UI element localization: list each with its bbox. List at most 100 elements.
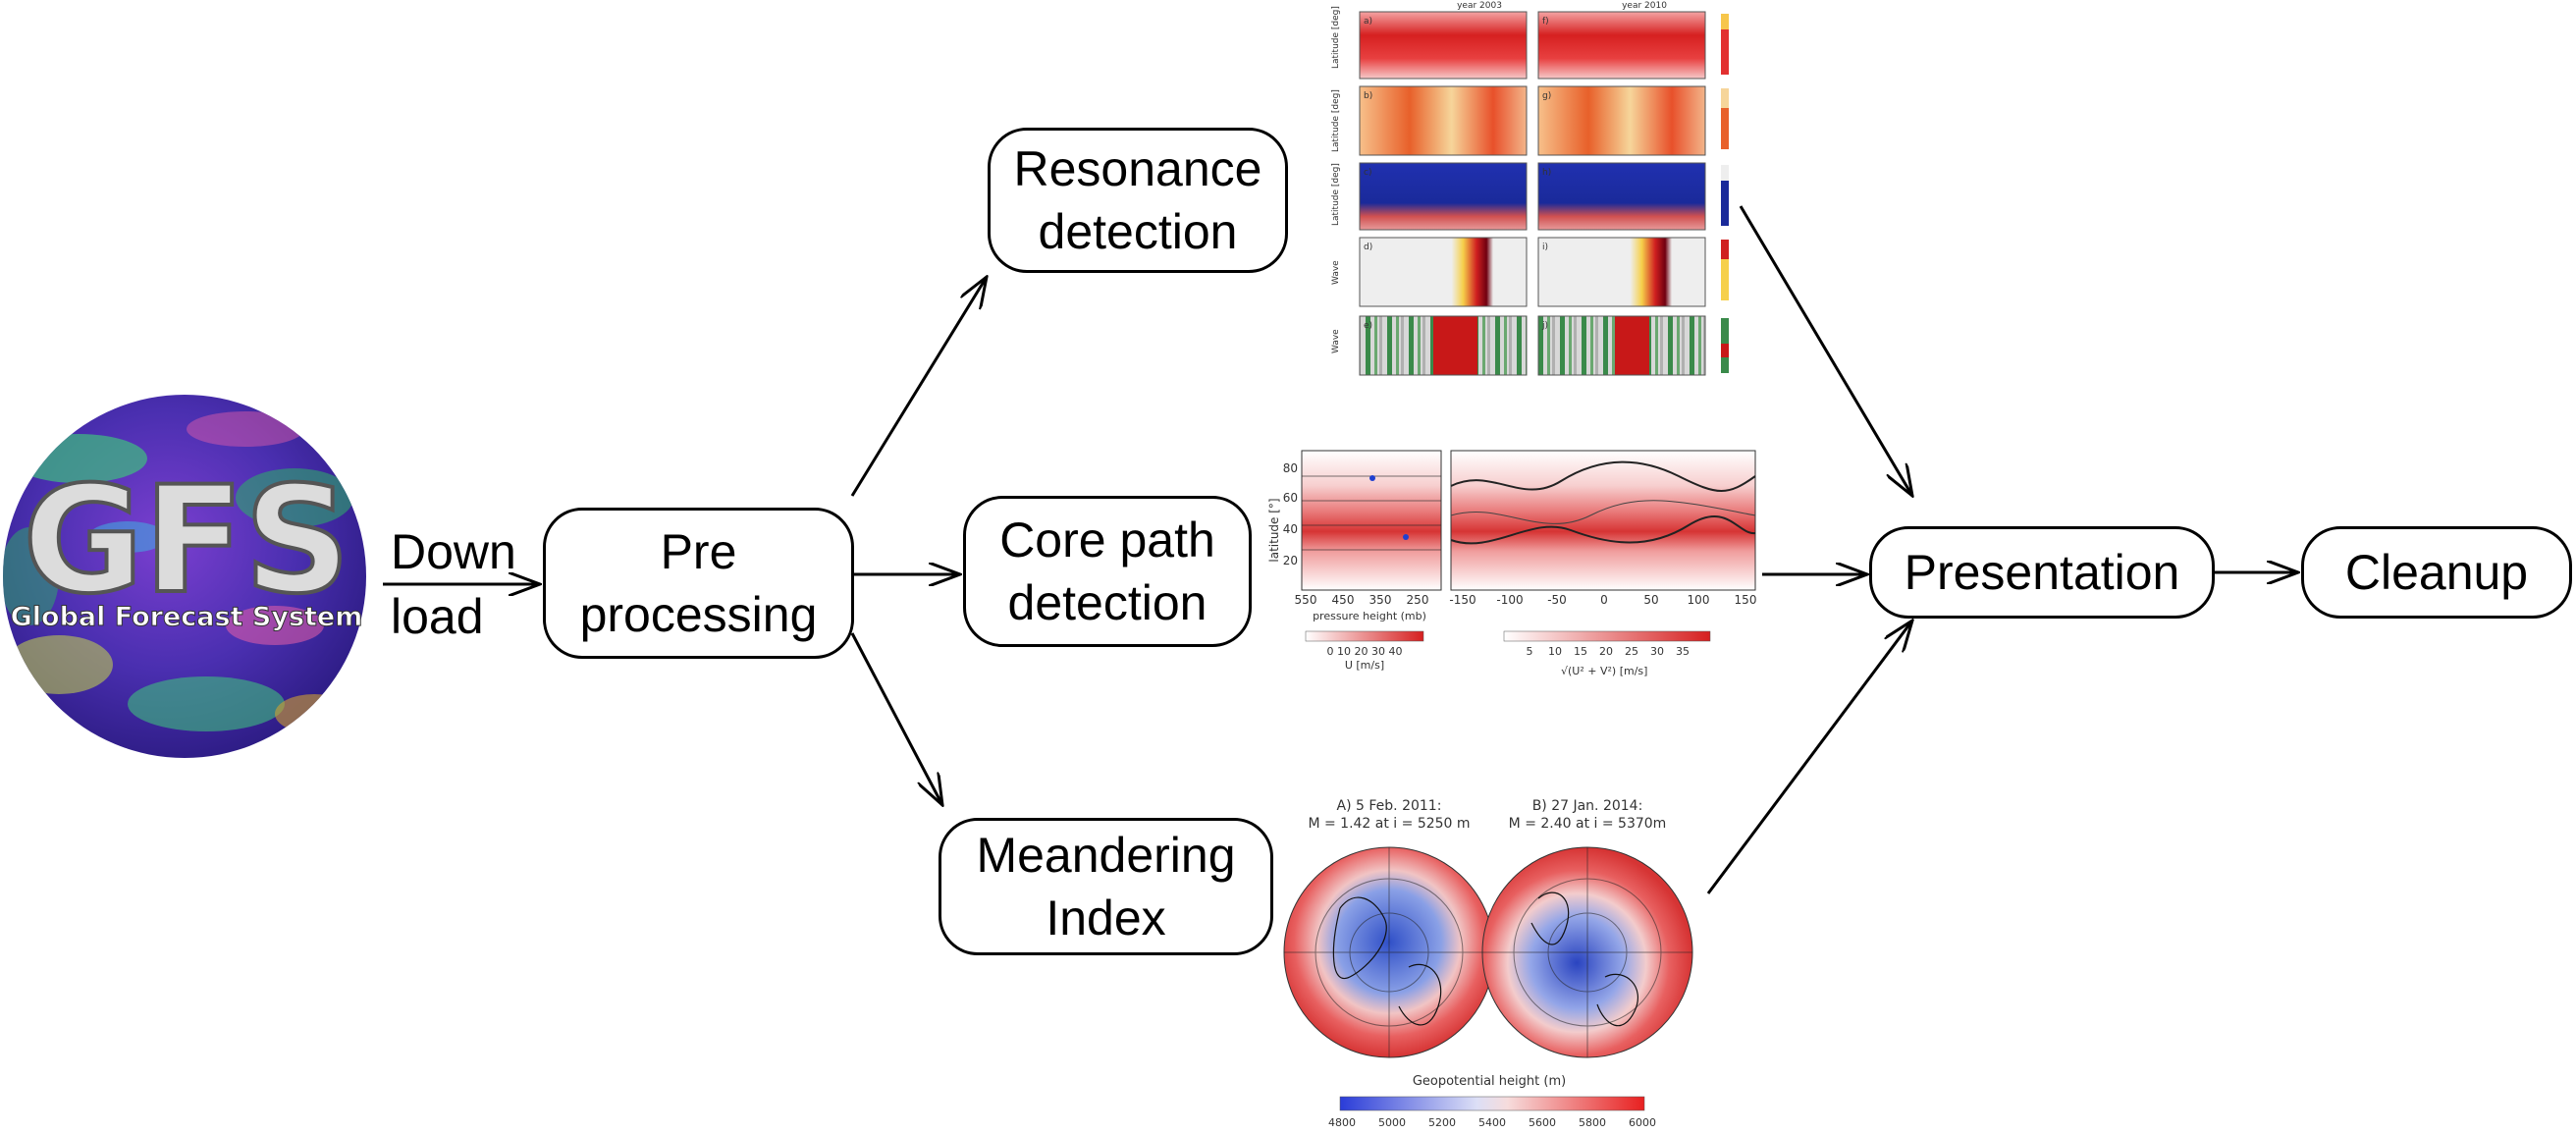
res-letter-h: h)	[1542, 168, 1551, 178]
core-xtick-350: 350	[1369, 593, 1392, 607]
res-letter-e: e)	[1364, 321, 1372, 331]
meander-left-title-2: M = 1.42 at i = 5250 m	[1308, 816, 1470, 832]
core-ytick-80: 80	[1283, 461, 1298, 475]
core-xlabel-left: pressure height (mb)	[1313, 610, 1426, 622]
res-letter-a: a)	[1364, 17, 1372, 27]
core-right-panel	[1450, 450, 1756, 591]
core-cbar-tick-15: 15	[1574, 645, 1587, 658]
download-label: Down	[391, 522, 516, 581]
res-ylabel-3: Latitude [deg]	[1331, 163, 1341, 226]
res-panel-b	[1360, 86, 1527, 155]
res-col-left: year 2003	[1457, 1, 1502, 11]
res-letter-f: f)	[1542, 17, 1549, 27]
core-xtick-550: 550	[1295, 593, 1317, 607]
preprocessing-line1: Pre	[660, 524, 737, 579]
core-cbar-tick-5: 5	[1527, 645, 1533, 658]
meander-figure: A) 5 Feb. 2011: M = 1.42 at i = 5250 m B…	[1283, 798, 1693, 1129]
core-xtick-50: 50	[1643, 593, 1658, 607]
res-col-right: year 2010	[1622, 1, 1667, 11]
preprocessing-node[interactable]: Pre processing	[543, 508, 854, 659]
meander-cbar-label: Geopotential height (m)	[1413, 1074, 1566, 1089]
corepath-line1: Core path	[999, 513, 1215, 567]
meandering-line2: Index	[1046, 891, 1166, 945]
download-line1: Down	[391, 524, 516, 579]
meander-cbar-5400: 5400	[1478, 1116, 1506, 1129]
core-xtick-100: 100	[1688, 593, 1710, 607]
core-xtick-150: 150	[1735, 593, 1757, 607]
core-xtick-0: 0	[1600, 593, 1608, 607]
res-letter-d: d)	[1364, 243, 1372, 252]
preprocessing-line2: processing	[579, 587, 818, 642]
core-cbar-left-unit: U [m/s]	[1345, 659, 1384, 672]
meander-right-title-1: B) 27 Jan. 2014:	[1532, 798, 1643, 814]
meander-cbar-5800: 5800	[1579, 1116, 1606, 1129]
gfs-logo: GFS Global Forecast System	[3, 395, 366, 758]
download-label-2: load	[391, 587, 484, 646]
core-left-panel	[1301, 450, 1442, 591]
corepath-figure: latitude [°] 80 60 40 20 550 450 350 250…	[1267, 450, 1757, 677]
res-letter-i: i)	[1542, 243, 1548, 252]
res-panel-f	[1538, 12, 1705, 79]
res-letter-j: j)	[1541, 321, 1548, 331]
arrow-to-resonance	[850, 277, 987, 497]
res-panel-c	[1360, 163, 1527, 230]
resonance-node[interactable]: Resonance detection	[988, 128, 1288, 273]
core-ytick-40: 40	[1283, 522, 1298, 536]
res-ylabel-1: Latitude [deg]	[1331, 6, 1341, 69]
res-panel-g	[1538, 86, 1705, 155]
res-panel-i	[1538, 238, 1705, 306]
core-cbar-right	[1503, 630, 1711, 642]
res-colorbars	[1721, 14, 1729, 373]
core-cbar-tick-35: 35	[1676, 645, 1690, 658]
meandering-line1: Meandering	[976, 828, 1236, 883]
meander-cbar-5600: 5600	[1529, 1116, 1556, 1129]
gfs-subtitle: Global Forecast System	[11, 602, 363, 632]
resonance-figure: year 2003 year 2010 Latitude [deg] Latit…	[1331, 1, 1729, 376]
core-cbar-tick-30: 30	[1650, 645, 1664, 658]
res-panel-h	[1538, 163, 1705, 230]
core-cbar-right-unit: √(U² + V²) [m/s]	[1561, 665, 1647, 677]
meander-cbar-6000: 6000	[1629, 1116, 1656, 1129]
corepath-line2: detection	[1007, 575, 1208, 630]
res-panel-a	[1360, 12, 1527, 79]
core-ytick-20: 20	[1283, 554, 1298, 567]
download-line2: load	[391, 589, 484, 644]
corepath-node[interactable]: Core path detection	[963, 496, 1252, 647]
core-xtick-m50: -50	[1547, 593, 1567, 607]
meander-cbar	[1339, 1096, 1645, 1111]
meander-cbar-5000: 5000	[1378, 1116, 1406, 1129]
core-xtick-450: 450	[1332, 593, 1355, 607]
core-cbar-left-ticks: 0 10 20 30 40	[1327, 645, 1403, 658]
res-panel-d	[1360, 238, 1527, 306]
meander-cbar-5200: 5200	[1428, 1116, 1456, 1129]
arrow-resonance-to-presentation	[1739, 205, 1912, 496]
core-xtick-m100: -100	[1496, 593, 1523, 607]
core-xtick-250: 250	[1407, 593, 1429, 607]
core-xtick-m150: -150	[1449, 593, 1476, 607]
gfs-title: GFS	[23, 456, 350, 626]
res-letter-c: c)	[1364, 168, 1371, 178]
resonance-line2: detection	[1038, 204, 1238, 259]
core-cbar-tick-20: 20	[1599, 645, 1613, 658]
core-ylabel: latitude [°]	[1267, 498, 1281, 562]
res-ylabel-4: Wave	[1331, 260, 1341, 285]
res-ylabel-2: Latitude [deg]	[1331, 89, 1341, 152]
cleanup-label: Cleanup	[2344, 545, 2529, 600]
res-ylabel-5: Wave	[1331, 329, 1341, 353]
res-letter-b: b)	[1364, 91, 1372, 101]
core-cbar-tick-10: 10	[1548, 645, 1562, 658]
core-ytick-60: 60	[1283, 491, 1298, 505]
cleanup-node[interactable]: Cleanup	[2301, 526, 2572, 619]
arrow-meander-to-presentation	[1706, 621, 1912, 894]
core-cbar-tick-25: 25	[1625, 645, 1638, 658]
core-cbar-left	[1305, 630, 1424, 642]
meander-left-title-1: A) 5 Feb. 2011:	[1337, 798, 1442, 814]
resonance-line1: Resonance	[1013, 141, 1262, 196]
res-letter-g: g)	[1542, 91, 1551, 101]
presentation-label: Presentation	[1904, 545, 2180, 600]
meander-right-title-2: M = 2.40 at i = 5370m	[1509, 816, 1667, 832]
arrow-to-meandering	[850, 632, 942, 805]
presentation-node[interactable]: Presentation	[1869, 526, 2215, 619]
